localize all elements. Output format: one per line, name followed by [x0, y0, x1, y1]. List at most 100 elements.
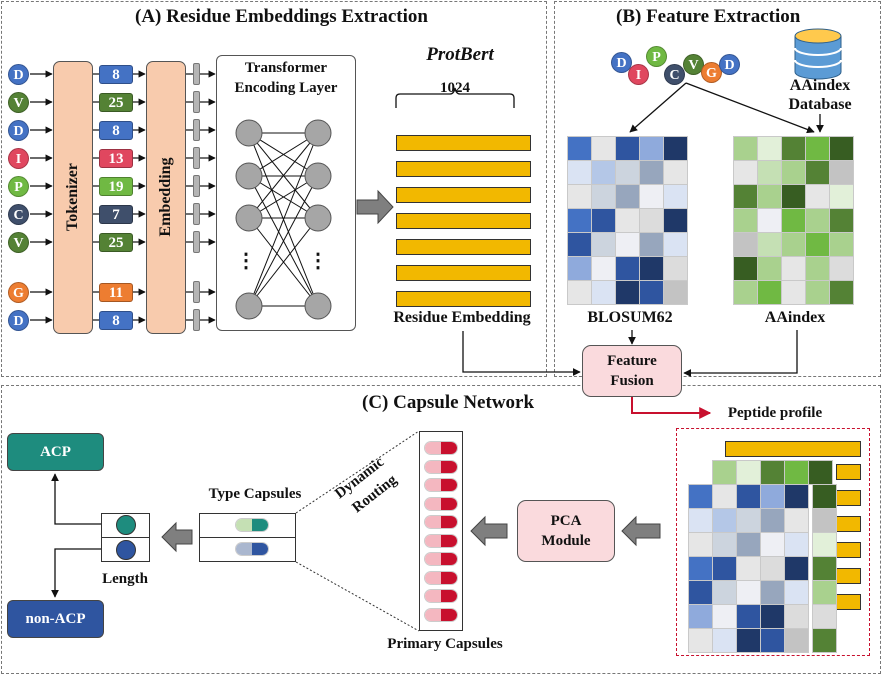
neuron-node — [235, 204, 263, 232]
blosum-cell — [616, 281, 639, 304]
blosum-cell — [640, 185, 663, 208]
primary-capsules-box — [419, 431, 463, 631]
profile-blosum-cell — [761, 605, 784, 628]
token-id: 11 — [99, 283, 133, 302]
primary-capsule — [424, 552, 458, 566]
arrow-fusion-to-profile — [631, 397, 712, 419]
panel-b-title: (B) Feature Extraction — [616, 6, 801, 27]
panel-a-title: (A) Residue Embeddings Extraction — [135, 6, 428, 27]
acp-label: ACP — [40, 443, 71, 460]
profile-blosum-cell — [761, 533, 784, 556]
aaindex-cell — [806, 137, 829, 160]
aaindex-cell — [734, 185, 757, 208]
neuron-node — [304, 204, 332, 232]
aaindex-cell — [806, 257, 829, 280]
embedding-vector — [193, 119, 200, 141]
blosum-cell — [568, 185, 591, 208]
transformer-nodes — [235, 119, 332, 320]
aaindex-cell — [782, 257, 805, 280]
embedding-vector — [193, 175, 200, 197]
embedding-bar — [396, 135, 531, 151]
amino-acid-i: I — [8, 148, 29, 169]
profile-aaindex-column — [812, 484, 837, 653]
aaindex-cell — [734, 137, 757, 160]
blosum-cell — [640, 233, 663, 256]
tokenizer-block — [53, 61, 93, 334]
routing-line-top — [295, 430, 420, 514]
amino-acid-p: P — [8, 176, 29, 197]
profile-aaindex-cell — [813, 557, 836, 580]
primary-capsule — [424, 496, 458, 511]
blosum-cell — [616, 161, 639, 184]
ellipsis-left: ⋮ — [236, 250, 256, 272]
nonacp-length-circle — [116, 540, 136, 560]
arrow-residue-to-fusion — [462, 331, 581, 376]
type-capsules-box — [199, 513, 296, 562]
embedding-vector — [193, 91, 200, 113]
pca-module-box: PCA Module — [517, 500, 615, 562]
acp-output-box: ACP — [7, 433, 104, 471]
blosum-cell — [568, 161, 591, 184]
aaindex-cell — [830, 233, 853, 256]
transformer-label-line2: Encoding Layer — [234, 80, 338, 96]
aaindex-cell — [758, 281, 781, 304]
nonacp-output-box: non-ACP — [7, 600, 104, 638]
aaindex-cell — [830, 161, 853, 184]
blosum62-matrix — [567, 136, 688, 305]
profile-blosum-cell — [689, 485, 712, 508]
chain-residue-p: P — [646, 46, 667, 67]
profile-blosum-cell — [737, 629, 760, 652]
chain-residue-d: D — [611, 52, 632, 73]
blosum-cell — [664, 137, 687, 160]
token-id: 8 — [99, 121, 133, 140]
residue-embedding-label: Residue Embedding — [393, 309, 531, 326]
primary-capsule — [424, 607, 458, 622]
embedding-bar — [396, 161, 531, 177]
blosum-cell — [592, 185, 615, 208]
embedding-vector — [193, 147, 200, 169]
profile-blosum-cell — [785, 557, 808, 580]
profile-embedding-bar — [836, 464, 861, 480]
embedding-bar — [396, 187, 531, 203]
profile-blosum-cell — [761, 509, 784, 532]
profile-aaindex-cell — [813, 509, 836, 532]
profile-blosum-cell — [713, 557, 736, 580]
neuron-node — [304, 292, 332, 320]
blosum-cell — [616, 233, 639, 256]
blosum-cell — [616, 185, 639, 208]
primary-capsule — [424, 533, 458, 548]
embedding-bar — [396, 213, 531, 229]
arrow-length-to-nonacp — [51, 548, 101, 598]
ellipsis-right: ⋮ — [308, 250, 328, 272]
aaindex-cell — [782, 281, 805, 304]
blosum-cell — [616, 137, 639, 160]
blosum-cell — [616, 257, 639, 280]
sequence-arrows — [30, 70, 216, 324]
profile-blosum-cell — [713, 533, 736, 556]
neuron-connection — [248, 132, 319, 307]
neuron-node — [304, 119, 332, 147]
peptide-profile-frame — [676, 428, 870, 656]
blosum-cell — [592, 161, 615, 184]
token-id: 7 — [99, 205, 133, 224]
embedding-bar — [396, 239, 531, 255]
profile-blosum-cell — [689, 533, 712, 556]
transformer-connections — [248, 132, 319, 307]
aaindex-cell — [782, 209, 805, 232]
aaindex-cell — [758, 185, 781, 208]
profile-aaindex-cell — [761, 461, 784, 484]
blosum-cell — [664, 209, 687, 232]
profile-aaindex-cell — [813, 605, 836, 628]
profile-aaindex-cell — [813, 533, 836, 556]
aaindex-cell — [830, 209, 853, 232]
gray-arrow-to-embedding — [356, 189, 394, 225]
aaindex-cell — [734, 281, 757, 304]
blosum-cell — [568, 209, 591, 232]
blosum-cell — [640, 257, 663, 280]
profile-blosum-cell — [785, 533, 808, 556]
primary-capsule — [424, 589, 458, 603]
blosum-cell — [568, 137, 591, 160]
primary-capsule — [424, 515, 458, 529]
acp-length-circle — [116, 515, 136, 535]
arrow-chain-to-blosum — [629, 82, 687, 133]
